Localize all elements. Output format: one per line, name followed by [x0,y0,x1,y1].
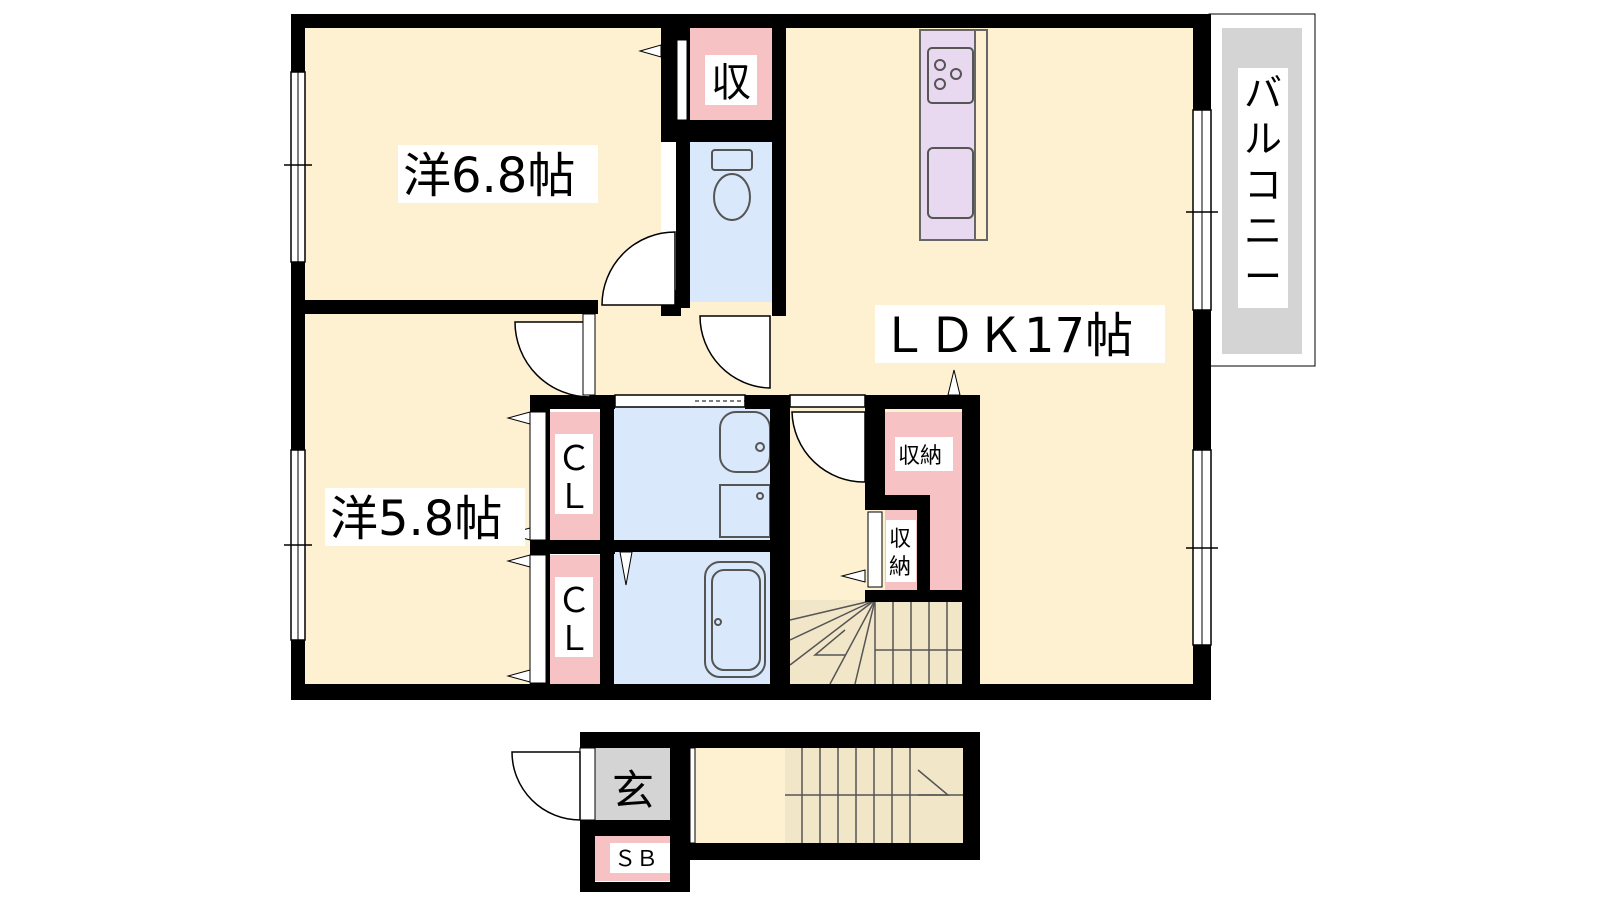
room-label-western-2: 洋5.8帖 [330,491,502,547]
balcony-label-1: バ [1244,71,1282,115]
balcony-label-5: ー [1244,255,1282,299]
bathtub-inner [711,569,761,671]
entrance-door-frame [579,747,596,821]
storage-label-bg [895,437,953,471]
storage-label-bg [705,55,757,105]
shoe-box-label: ＳＢ [614,847,658,872]
balcony-label-3: コ [1244,163,1282,207]
room-label-western-1: 洋6.8帖 [403,148,575,204]
burner-icon [934,78,946,90]
balcony-label-bg [1238,68,1288,308]
shoe-box-label-bg [610,843,670,873]
door-triangles [506,44,961,683]
toilet-bowl-icon [713,173,751,221]
closet-lower-label-1: Ｃ [557,581,591,621]
closet-lower-label-2: Ｌ [557,619,591,659]
windows [284,71,1218,646]
storage-large-label: 収納 [898,444,942,469]
toilet-tank-icon [711,149,753,171]
entrance-label: 玄 [612,766,654,815]
balcony-label-2: ル [1244,117,1282,161]
stove-icon [927,47,974,104]
drain-icon [714,618,722,626]
entrance-door [511,751,581,821]
burner-icon [934,59,946,71]
sink-icon [927,147,974,219]
closet-upper-label-1: Ｃ [557,439,591,479]
bathtub-icon [704,561,766,678]
burner-icon [950,68,962,80]
drain-icon [755,442,765,452]
closet-upper-label-2: Ｌ [557,477,591,517]
kitchen-counter-top [974,29,988,241]
bathroom-floor [612,552,770,684]
door-frames [529,39,883,684]
stair-arrow-icon [917,769,951,796]
room-label-bg [398,145,598,203]
closet-label-bg [555,577,593,657]
upper-stairs-treads [789,599,962,685]
room-label-bg [325,488,525,546]
storage-label-bg [886,520,916,582]
upper-stairs [790,600,962,684]
balcony-label-4: ニ [1244,209,1282,253]
top-closet-label: 収 [711,60,751,106]
storage-small-label-2: 納 [889,555,911,580]
entrance-floor [595,748,670,820]
storage-small-label-1: 収 [889,527,911,552]
drain-icon [756,492,764,500]
corridor-frame [689,747,696,844]
closet-label-bg [555,434,593,514]
doors [514,231,866,483]
room-label-ldk: ＬＤＫ17帖 [880,308,1133,364]
toilet-floor [690,142,772,302]
room-label-bg [875,305,1165,363]
lower-corridor [690,748,785,843]
stair-arrow-icon [812,629,846,656]
